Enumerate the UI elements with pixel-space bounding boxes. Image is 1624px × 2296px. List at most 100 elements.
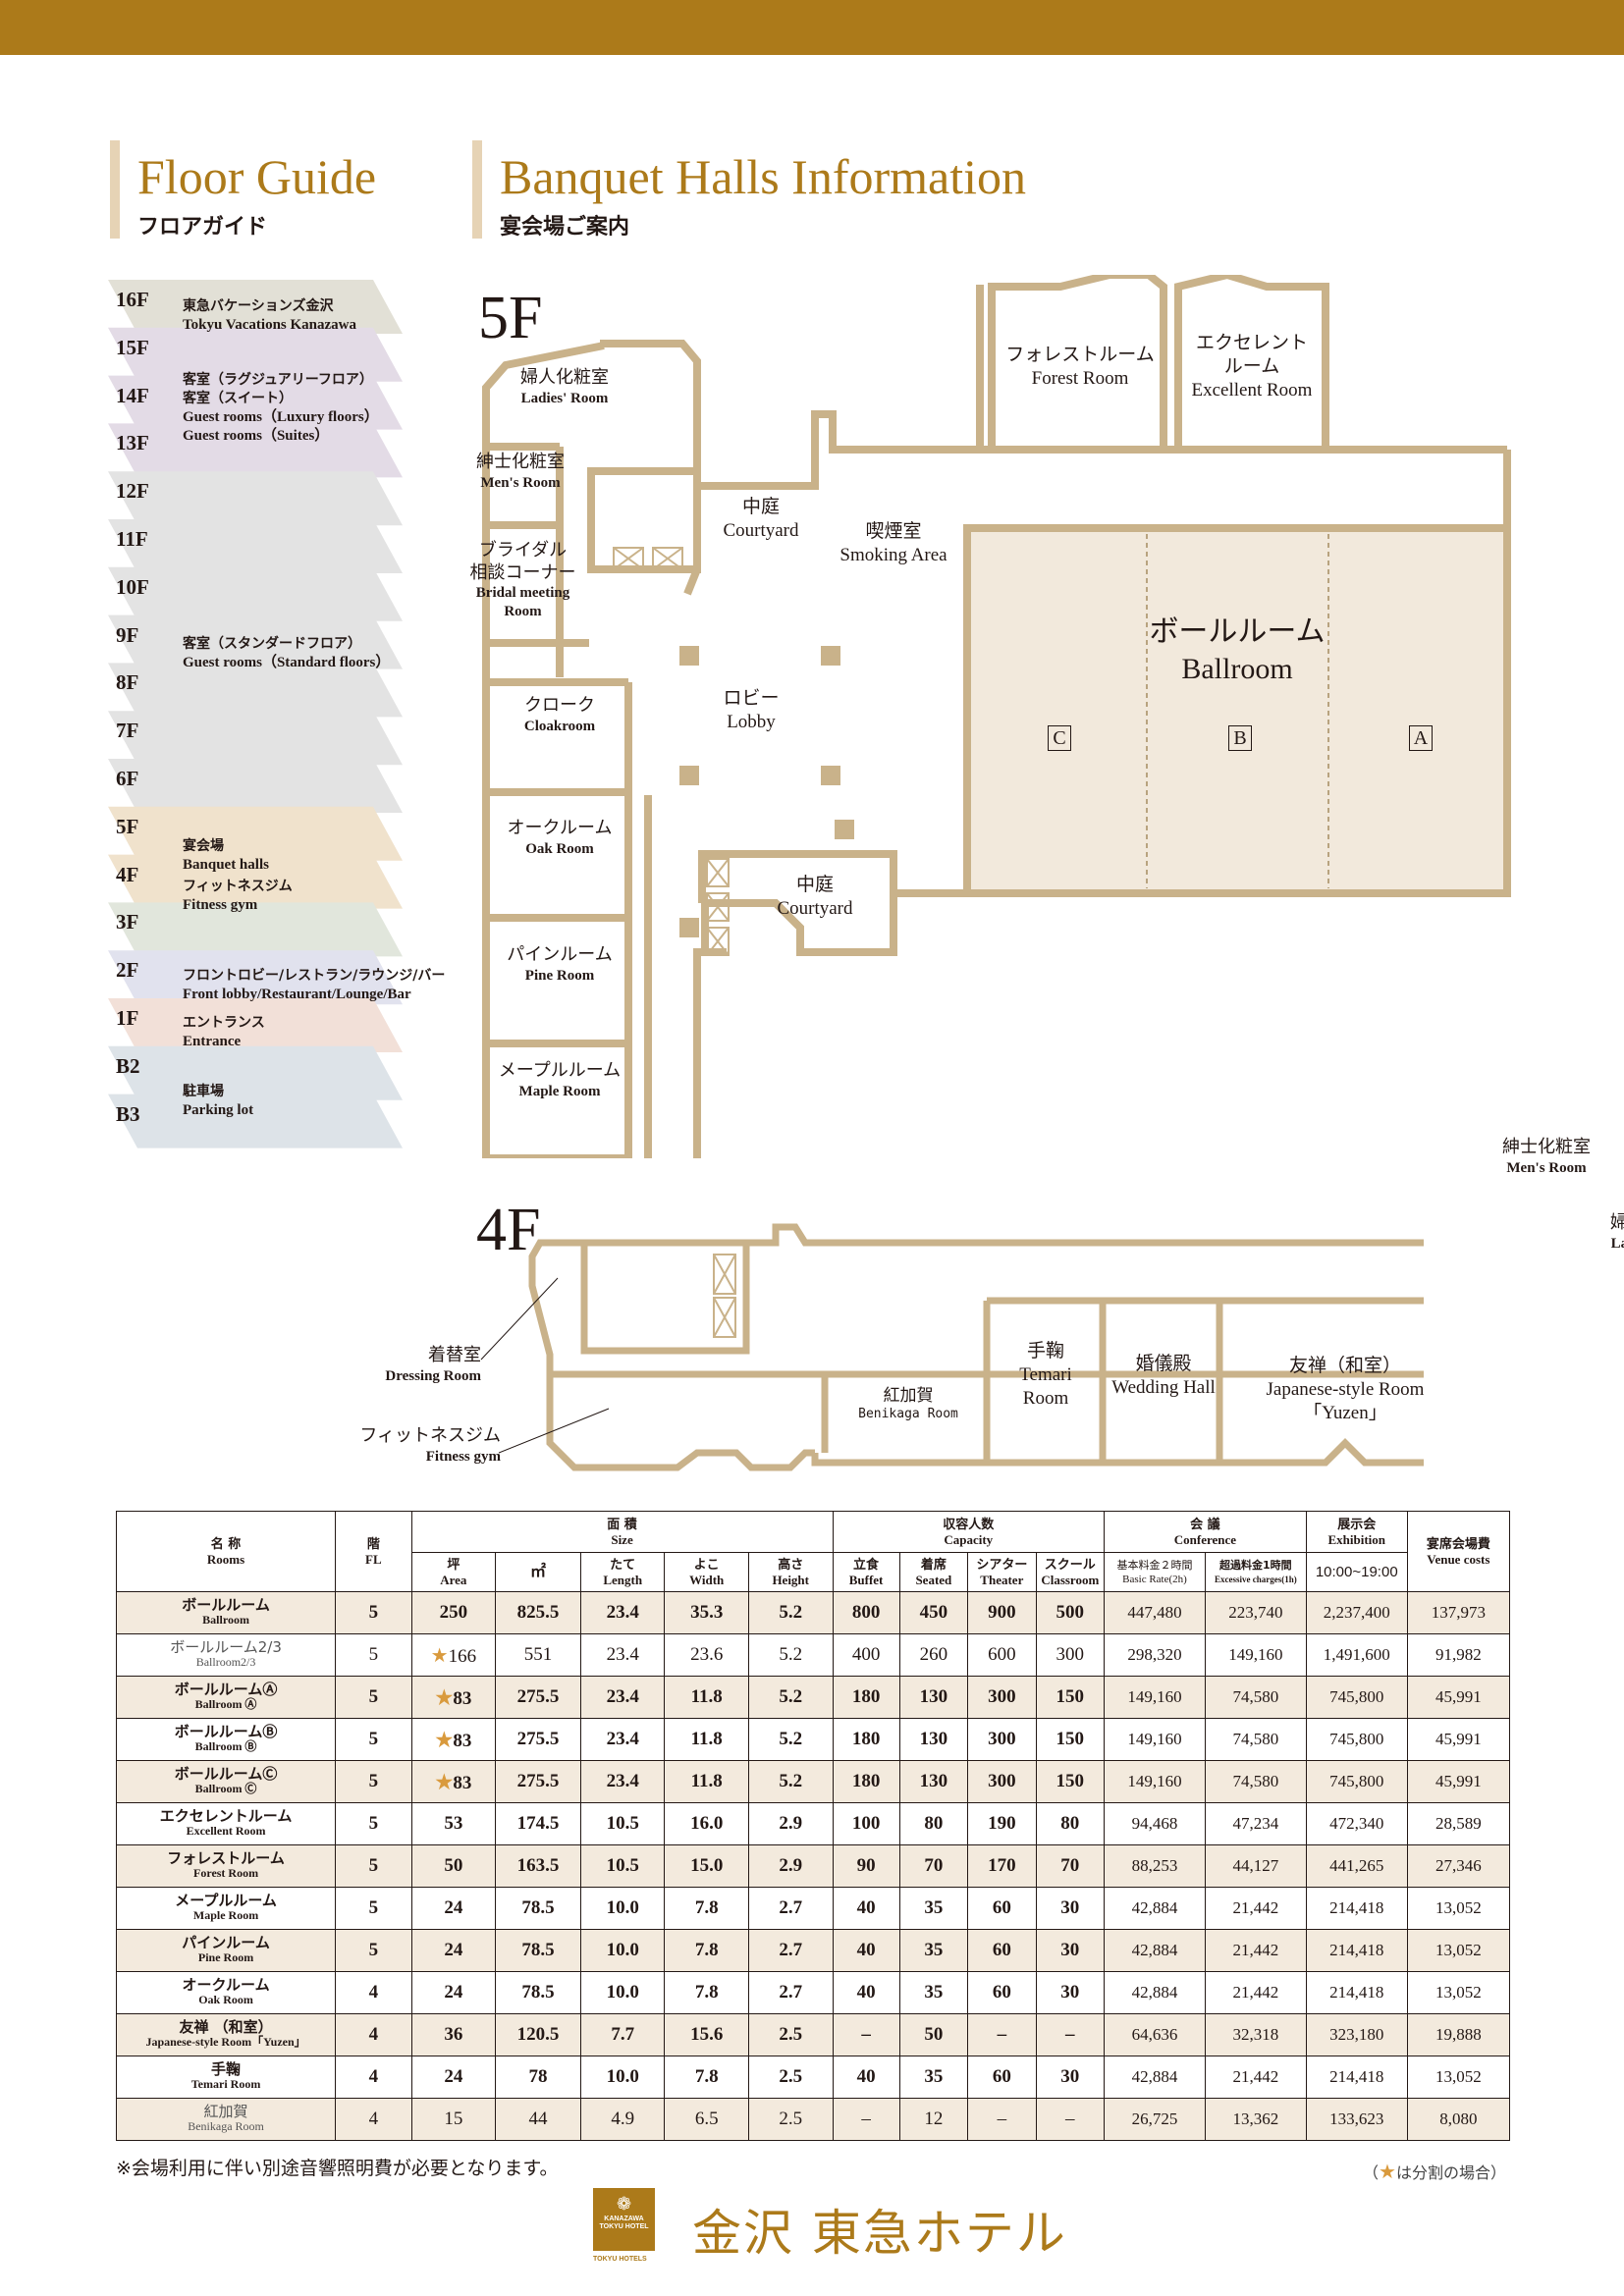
pillar xyxy=(821,766,840,785)
cell-value: 7.8 xyxy=(694,1982,719,2002)
cell-seated: 130 xyxy=(898,1676,969,1719)
cell-venue: 13,052 xyxy=(1406,1929,1511,1972)
cell-value: 23.4 xyxy=(606,1686,639,1707)
cell-value: 70 xyxy=(1060,1855,1080,1876)
cell-basic: 42,884 xyxy=(1104,1929,1206,1972)
room-label-fitness: フィットネスジム Fitness gym xyxy=(349,1425,501,1466)
cell-value: 7.7 xyxy=(611,2024,635,2045)
cell-value: 10.5 xyxy=(606,1855,639,1876)
cell-exhibition: 214,418 xyxy=(1305,1887,1408,1930)
cell-theater: 190 xyxy=(967,1802,1037,1845)
cell-value: 137,973 xyxy=(1431,1603,1486,1622)
cell-tsubo: ★83 xyxy=(410,1718,497,1761)
label-jp: エクセレント xyxy=(1195,332,1308,353)
cell-exhibition: 214,418 xyxy=(1305,2056,1408,2099)
cell-width: 7.8 xyxy=(664,1971,749,2014)
cell-value: 74,580 xyxy=(1232,1772,1279,1790)
room-name-en: Ballroom Ⓒ xyxy=(194,1782,257,1795)
room-label-forest: フォレストルーム Forest Room xyxy=(1001,344,1159,391)
cell-value: 5 xyxy=(368,1897,379,1918)
floor-label: 16F xyxy=(116,288,149,311)
cell-value: 7.8 xyxy=(694,1897,719,1918)
room-label-courtyard-upper: 中庭 Courtyard xyxy=(712,496,810,543)
desc-jp: 客室（ラグジュアリーフロア） xyxy=(183,372,373,388)
cell-width: 16.0 xyxy=(664,1802,749,1845)
cell-basic: 149,160 xyxy=(1104,1760,1206,1803)
cell-value: 323,180 xyxy=(1329,2025,1384,2044)
cell-value: 16.0 xyxy=(690,1813,724,1834)
cell-value: 70 xyxy=(924,1855,944,1876)
logo-line-2: TOKYU HOTEL xyxy=(599,2223,649,2230)
cell-venue: 27,346 xyxy=(1406,1844,1511,1888)
cell-buffet: 400 xyxy=(832,1633,900,1677)
cell-width: 11.8 xyxy=(664,1760,749,1803)
cell-value: 60 xyxy=(992,1897,1011,1918)
cell-value: 149,160 xyxy=(1228,1645,1283,1664)
cell-value: 36 xyxy=(444,2024,463,2045)
cell-height: 5.2 xyxy=(747,1633,834,1677)
header-jp: シアター xyxy=(976,1557,1028,1573)
desc-en-2: Guest rooms（Suites） xyxy=(183,428,330,444)
cell-theater: 170 xyxy=(967,1844,1037,1888)
floor-band xyxy=(108,566,403,621)
room-label-ladies-5f: 婦人化粧室 Ladies' Room xyxy=(501,367,628,407)
cell-seated: 35 xyxy=(898,2056,969,2099)
cell-height: 5.2 xyxy=(747,1760,834,1803)
room-label-dressing: 着替室 Dressing Room xyxy=(373,1345,481,1385)
cell-seated: 50 xyxy=(898,2013,969,2056)
cell-theater: 900 xyxy=(967,1591,1037,1634)
label-en: Wedding Hall xyxy=(1111,1376,1216,1398)
paren: （ xyxy=(1363,2163,1380,2182)
cell-excess: 47,234 xyxy=(1204,1802,1307,1845)
header-en: Buffet xyxy=(848,1572,884,1587)
label-jp: 紳士化粧室 xyxy=(1502,1137,1591,1157)
hotel-name: 金沢 東急ホテル xyxy=(692,2205,1067,2262)
cell-seated: 35 xyxy=(898,1929,969,1972)
cell-value: 30 xyxy=(1060,2066,1080,2087)
cell-classroom: 150 xyxy=(1035,1760,1106,1803)
header-jp: 展示会 xyxy=(1337,1517,1377,1532)
cell-excess: 21,442 xyxy=(1204,1887,1307,1930)
desc-jp-2: 客室（スイート） xyxy=(183,391,293,406)
header-jp: 超過料金1時間 xyxy=(1219,1558,1292,1572)
label-jp: 喫煙室 xyxy=(865,520,922,542)
ballroom-section-b: B xyxy=(1228,725,1252,751)
floor-desc-5f: 宴会場 Banquet halls xyxy=(183,837,269,875)
cell-value: 8,080 xyxy=(1439,2109,1478,2128)
cell-sqm: 275.5 xyxy=(495,1676,581,1719)
col-header-sqm: ㎡ xyxy=(495,1552,581,1592)
cell-buffet: 800 xyxy=(832,1591,900,1634)
label-jp: 婚儀殿 xyxy=(1135,1353,1192,1374)
cell-length: 4.9 xyxy=(579,2098,666,2141)
floor-band xyxy=(108,280,403,334)
label-jp: 中庭 xyxy=(795,874,834,895)
cell-value: 450 xyxy=(919,1602,948,1623)
cell-classroom: 150 xyxy=(1035,1718,1106,1761)
header-en: Width xyxy=(689,1572,725,1587)
cell-venue: 91,982 xyxy=(1406,1633,1511,1677)
cell-buffet: 90 xyxy=(832,1844,900,1888)
cell-value: 5 xyxy=(368,1813,379,1834)
floor-label: 3F xyxy=(116,910,139,934)
room-label-yuzen: 友禅（和室） Japanese-style Room 「Yuzen」 xyxy=(1227,1355,1463,1424)
desc-jp: 客室（スタンダードフロア） xyxy=(183,636,361,652)
cell-value: 2.5 xyxy=(779,2024,803,2045)
floor-band xyxy=(108,759,403,813)
cell-value: 40 xyxy=(856,1982,876,2002)
cell-width: 35.3 xyxy=(664,1591,749,1634)
room-label-wedding: 婚儀殿 Wedding Hall xyxy=(1105,1353,1222,1400)
cell-length: 23.4 xyxy=(579,1633,666,1677)
wall xyxy=(600,340,701,481)
cell-venue: 19,888 xyxy=(1406,2013,1511,2056)
